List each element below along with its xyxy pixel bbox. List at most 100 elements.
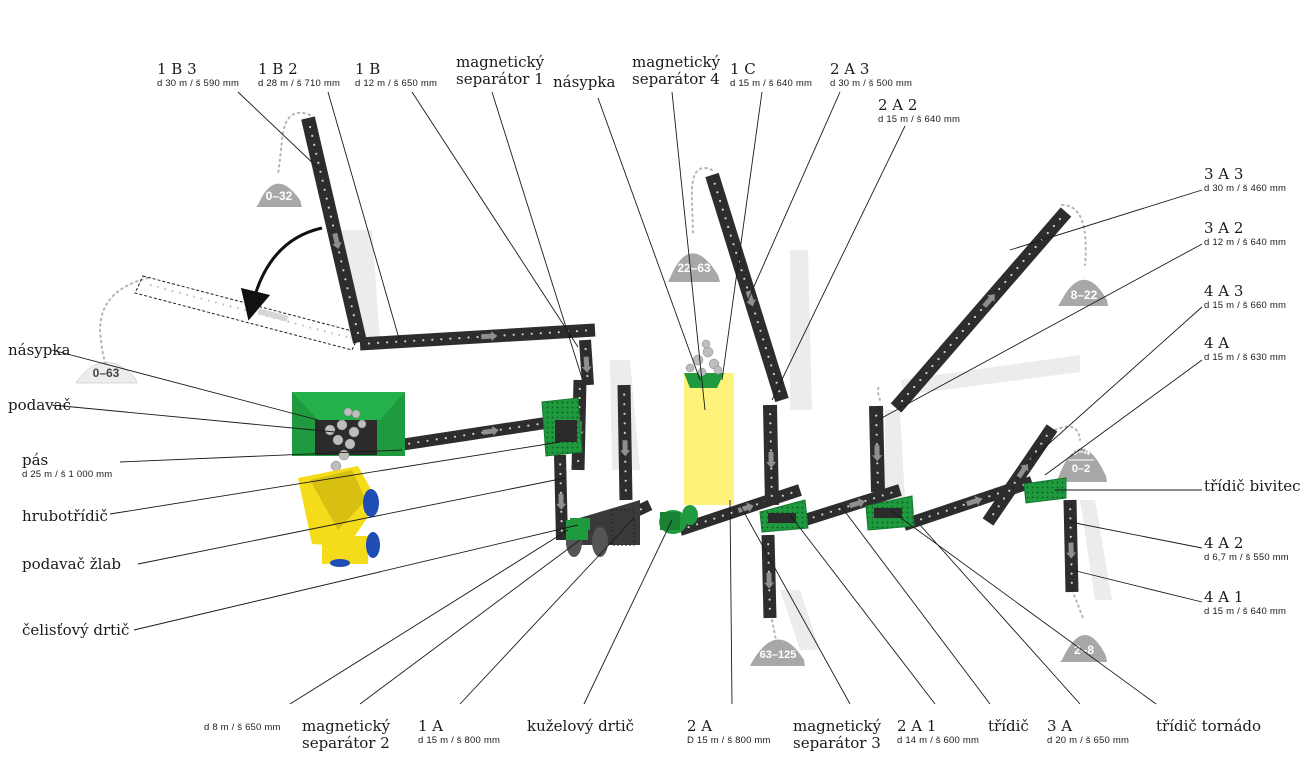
- conveyor-2a2-rivet: [821, 513, 824, 516]
- leader-4a: [1044, 359, 1203, 476]
- leader-2a2: [771, 125, 906, 401]
- conveyor-4a3-rivet: [1034, 450, 1038, 453]
- conveyor-zlab-flow-arrow: [556, 493, 567, 510]
- conveyor-3a-flow-arrow: [966, 495, 982, 507]
- leader-2a3: [747, 91, 841, 301]
- conveyor-1b-rivet: [413, 339, 416, 342]
- leader-4a2: [1069, 521, 1203, 549]
- conveyor-3a3-rivet: [913, 385, 916, 389]
- conveyor-vertical-1-rivet: [578, 387, 581, 391]
- label-mag4-line2: separátor 4: [632, 69, 720, 88]
- label-4a3: 4 A 3 d 15 m / š 660 mm: [1204, 283, 1286, 311]
- conveyor-1c-rivet: [775, 381, 778, 384]
- conveyor-2a1-rivet: [770, 494, 773, 497]
- conveyor-pas-flow-arrow: [482, 426, 499, 436]
- conveyor-1b3-rivet: [313, 143, 316, 146]
- conveyor-1b-rivet: [386, 341, 389, 344]
- label-1b3: 1 B 3 d 30 m / š 590 mm: [157, 61, 239, 89]
- leader-2a1: [789, 514, 936, 705]
- conveyor-vertical-2-rivet: [624, 489, 627, 492]
- conveyor-1b-rivet: [431, 338, 434, 341]
- conveyor-1b3-rivet: [315, 152, 318, 155]
- conveyor-1b-drop-flow-arrow: [581, 356, 592, 373]
- conveyor-vertical-2-rivet: [623, 431, 626, 434]
- pile-label-2-8: 2–8: [1074, 643, 1094, 657]
- conveyor-4a1-rivet: [1070, 581, 1073, 584]
- conveyor-4a1-rivet: [1069, 535, 1072, 538]
- pile-8-22: 8–22: [1058, 279, 1108, 306]
- conveyor-pas-rivet: [499, 428, 502, 431]
- conveyor-1b-rivet: [530, 332, 533, 335]
- conveyor-2a-rivet: [696, 523, 699, 526]
- label-2a3-title: 2 A 3: [830, 60, 870, 78]
- conveyor-1b3-rivet: [311, 134, 314, 137]
- leader-3a: [919, 524, 1081, 705]
- conveyor-3a3-rivet: [1028, 252, 1031, 256]
- label-4a3-spec: d 15 m / š 660 mm: [1204, 299, 1287, 311]
- conveyor-3a3-rivet: [931, 364, 934, 368]
- leader-tornado: [889, 509, 1157, 705]
- conveyor-1b-rivet: [503, 334, 506, 337]
- leader-mag3: [739, 504, 851, 705]
- conveyor-1b-rivet: [467, 336, 470, 339]
- conveyor-1c-rivet: [729, 234, 732, 237]
- label-2a3-spec: d 30 m / š 500 mm: [830, 77, 913, 89]
- conveyor-1b3-rivet: [325, 197, 328, 200]
- leader-hrubotridic: [109, 441, 561, 515]
- conveyor-1b-rivet: [440, 338, 443, 341]
- material-trajectories: [98, 111, 1087, 641]
- conveyor-4a3-rivet: [1040, 442, 1043, 445]
- label-1a: 1 A d 15 m / š 800 mm: [418, 718, 500, 746]
- conveyor-4a1-rivet: [1069, 508, 1072, 511]
- label-2a1-title: 2 A 1: [897, 717, 937, 735]
- pile-label-0-4: 0–4: [1072, 446, 1091, 458]
- conveyor-vertical-1-rivet: [578, 396, 581, 400]
- conveyor-drop-63-rivet: [767, 561, 770, 564]
- conveyor-3a-rivet: [988, 495, 991, 498]
- conveyor-3a2-flow-arrow: [872, 445, 883, 462]
- conveyor-4a3-rivet: [1013, 481, 1016, 484]
- conveyor-3a-rivet: [954, 506, 957, 509]
- conveyor-3a3-rivet: [919, 378, 922, 382]
- conveyor-2a2-rivet: [847, 505, 850, 508]
- conveyor-2a-rivet: [713, 517, 716, 520]
- conveyor-3a3-rivet: [973, 315, 977, 319]
- conveyor-2a-rivet: [730, 511, 733, 514]
- label-3a2: 3 A 2 d 12 m / š 640 mm: [1204, 220, 1286, 248]
- label-nasypka-top-title: násypka: [553, 73, 616, 91]
- label-1c: 1 C d 15 m / š 640 mm: [730, 61, 812, 89]
- label-magnetic-separator-3: magnetický separátor 3: [793, 718, 881, 751]
- conveyor-1a-rivet: [639, 508, 643, 511]
- leader-pas: [119, 449, 403, 463]
- label-3a-spec: d 20 m / š 650 mm: [1047, 734, 1130, 746]
- jaw-crusher: [566, 500, 640, 557]
- label-3a3-title: 3 A 3: [1204, 165, 1244, 183]
- conveyor-1c-rivet: [740, 269, 743, 272]
- label-1c-spec: d 15 m / š 640 mm: [730, 77, 813, 89]
- label-2a2-spec: d 15 m / š 640 mm: [878, 113, 961, 125]
- conveyor-2a1-rivet: [769, 422, 772, 425]
- label-4a1-title: 4 A 1: [1204, 588, 1244, 606]
- label-podavac: podavač: [8, 397, 71, 414]
- conveyor-1c-rivet: [764, 347, 767, 350]
- conveyor-pas-rivet: [444, 437, 447, 440]
- label-4a1-spec: d 15 m / š 640 mm: [1204, 605, 1287, 617]
- conveyor-2a-rivet: [756, 503, 759, 506]
- conveyor-1b3-rivet: [323, 188, 326, 191]
- conveyor-1c-rivet: [735, 251, 738, 254]
- conveyor-pas-rivet: [408, 442, 411, 445]
- conveyor-drop-63-rivet: [768, 589, 771, 592]
- label-3a3: 3 A 3 d 30 m / š 460 mm: [1204, 166, 1286, 194]
- conveyor-4a3-rivet: [1008, 489, 1011, 492]
- label-celistovy-title: čelisťový drtič: [22, 621, 130, 639]
- conveyor-vertical-2-rivet: [624, 470, 627, 473]
- label-1b-spec: d 12 m / š 650 mm: [355, 77, 438, 89]
- conveyor-zlab-rivet: [559, 482, 562, 485]
- leader-3a3: [1009, 189, 1203, 251]
- conveyor-3a2-rivet: [875, 433, 878, 436]
- label-1b2-spec: d 28 m / š 710 mm: [258, 77, 341, 89]
- leader-lines: [51, 91, 1203, 705]
- conveyor-1b3-rivet: [331, 224, 335, 227]
- conveyor-1c-rivet: [716, 191, 719, 194]
- leader-3a2: [877, 243, 1203, 421]
